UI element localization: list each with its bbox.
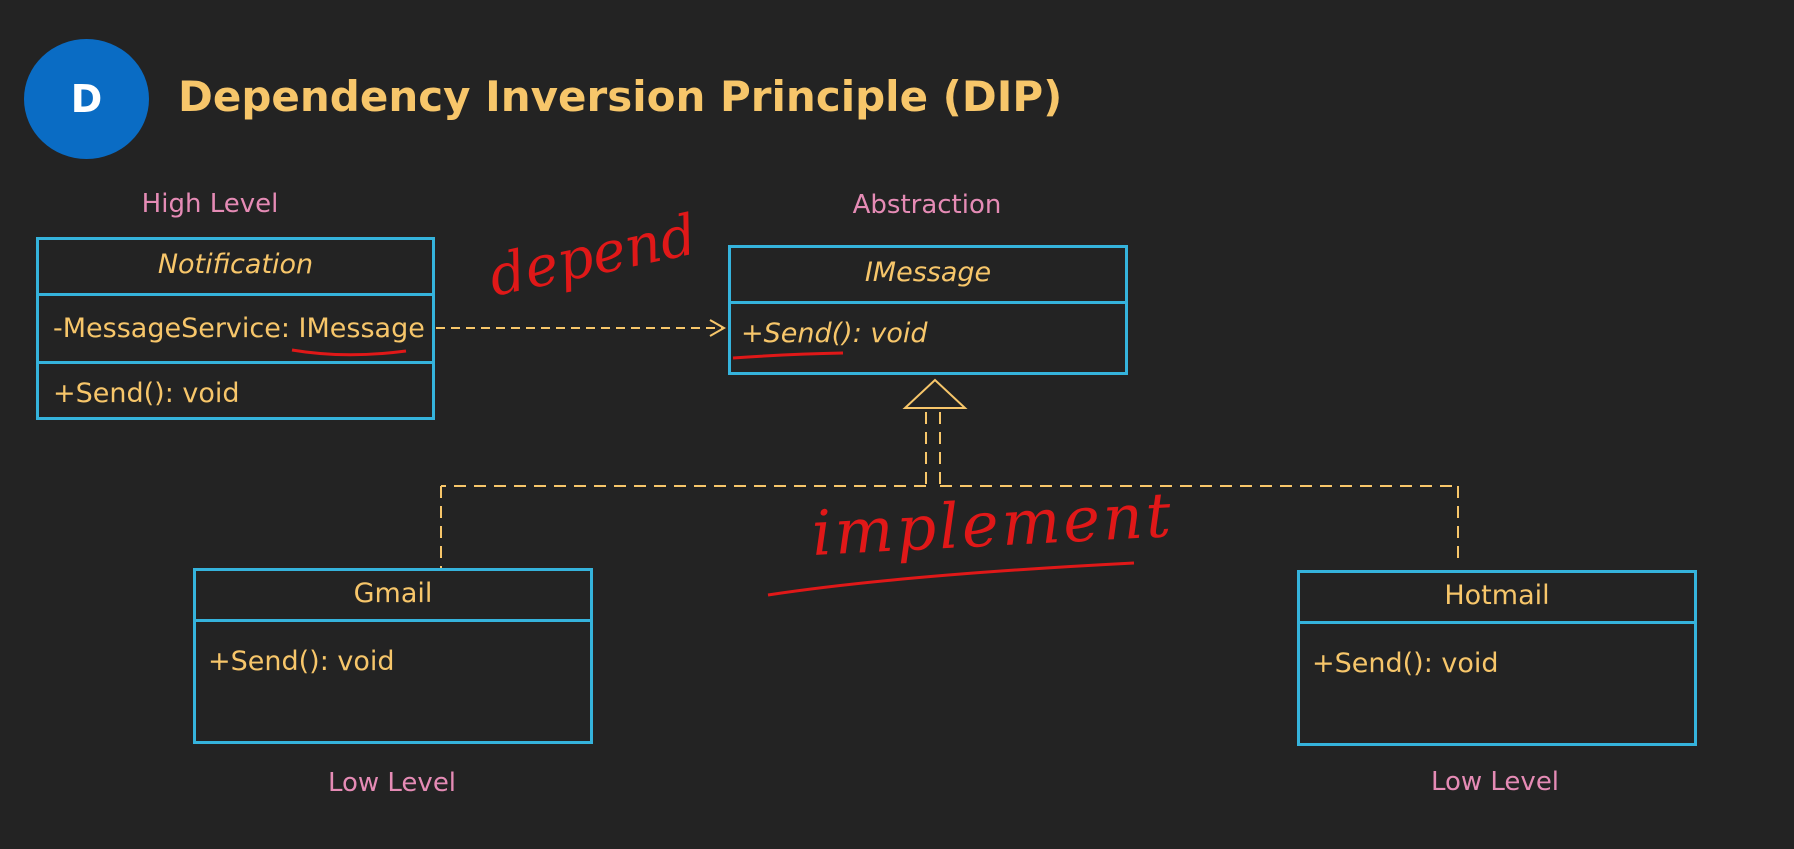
section-badge: D (24, 39, 149, 159)
hotmail-class: Hotmail +Send(): void (1297, 570, 1697, 746)
depend-handwriting: depend (483, 202, 702, 309)
low-level-left-caption: Low Level (327, 768, 457, 798)
underline-implement (767, 561, 1135, 597)
implement-handwriting: implement (810, 478, 1175, 570)
notification-class-name: Notification (157, 249, 314, 280)
high-level-caption: High Level (141, 189, 279, 219)
imessage-class-name: IMessage (864, 257, 992, 288)
abstraction-caption: Abstraction (852, 190, 1002, 220)
slide-title: Dependency Inversion Principle (DIP) (178, 72, 1063, 121)
hotmail-class-name: Hotmail (1444, 580, 1550, 611)
gmail-class-name: Gmail (353, 578, 433, 609)
low-level-right-caption: Low Level (1430, 767, 1560, 797)
hotmail-method: +Send(): void (1300, 621, 1694, 743)
imessage-method: +Send(): void (731, 301, 1125, 372)
realization-triangle (902, 378, 968, 409)
depend-arrowhead (709, 319, 727, 337)
notification-attribute: -MessageService: IMessage (39, 293, 432, 361)
implement-dashed-lines (440, 412, 1459, 568)
gmail-class: Gmail +Send(): void (193, 568, 593, 744)
notification-class: Notification -MessageService: IMessage +… (36, 237, 435, 420)
notification-method: +Send(): void (39, 361, 432, 417)
underline-imessage (291, 348, 407, 357)
imessage-interface: IMessage +Send(): void (728, 245, 1128, 375)
underline-send (732, 351, 844, 360)
gmail-method: +Send(): void (196, 619, 590, 741)
